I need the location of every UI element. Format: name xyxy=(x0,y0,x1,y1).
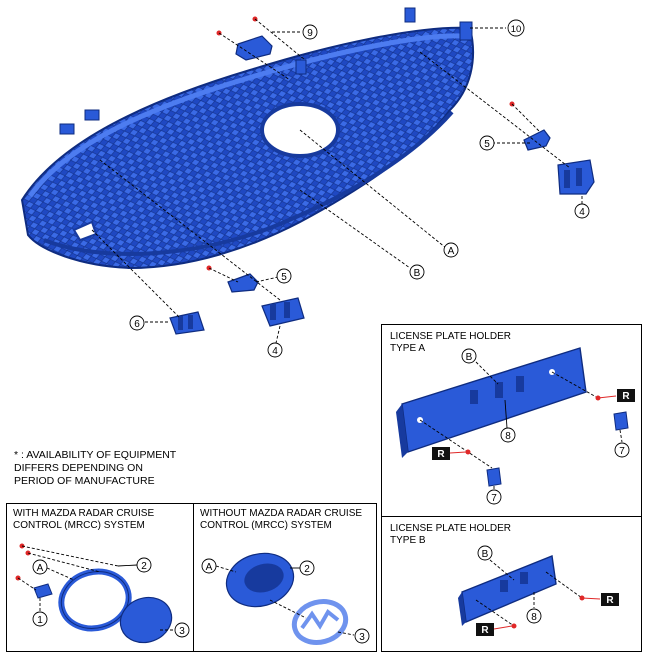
callout-with-A: A xyxy=(32,559,48,575)
leader-line xyxy=(504,399,508,429)
callout-label: A xyxy=(206,562,213,573)
mrcc-without-title: WITHOUT MAZDA RADAR CRUISE CONTROL (MRCC… xyxy=(200,508,363,531)
radar-cover-emblem xyxy=(119,596,173,644)
r-badge-label: R xyxy=(481,625,489,636)
leader-lines-without-mrcc xyxy=(215,565,355,636)
callout-label: B xyxy=(414,268,421,279)
callout-label: 8 xyxy=(505,431,511,442)
callout-label: 8 xyxy=(531,612,537,623)
callout-label: 3 xyxy=(179,626,185,637)
callout-with-2: 2 xyxy=(136,557,152,573)
r-badge-label: R xyxy=(622,391,630,402)
callout-label: 9 xyxy=(307,28,313,39)
callout-10: 10 xyxy=(507,19,525,37)
leader-lines-main xyxy=(91,18,583,344)
clip-7-bottom xyxy=(486,467,502,487)
bracket-9 xyxy=(235,35,273,61)
callout-without-3: 3 xyxy=(354,628,370,644)
callout-label: 10 xyxy=(511,24,522,35)
callout-label: A xyxy=(37,563,44,574)
callout-5-center: 5 xyxy=(276,268,292,284)
r-arrow xyxy=(449,451,467,454)
callout-b-8: 8 xyxy=(526,608,542,624)
callout-A: A xyxy=(443,242,459,258)
r-badge-b-left: R xyxy=(476,623,494,636)
callout-4-center: 4 xyxy=(267,342,283,358)
license-type-a-title: LICENSE PLATE HOLDER TYPE A xyxy=(390,331,511,354)
bracket-5-right xyxy=(523,129,551,151)
callout-without-2: 2 xyxy=(299,560,315,576)
callout-label: B xyxy=(482,549,489,560)
r-badge-label: R xyxy=(606,595,614,606)
license-plate-type-b-panel: LICENSE PLATE HOLDER TYPE B xyxy=(381,516,642,652)
callout-label: 7 xyxy=(619,446,625,457)
callout-label: 4 xyxy=(579,207,585,218)
callout-label: B xyxy=(466,352,473,363)
callout-9: 9 xyxy=(302,24,318,40)
clip-7-right xyxy=(613,411,629,431)
callout-a-B: B xyxy=(461,348,477,364)
license-holder-b xyxy=(458,555,557,626)
callout-6: 6 xyxy=(129,315,145,331)
clip-4-right xyxy=(557,159,595,195)
callout-a-7-bottom: 7 xyxy=(486,489,502,505)
callout-b-B: B xyxy=(477,545,493,561)
callout-label: 6 xyxy=(134,319,140,330)
clip-6 xyxy=(169,311,205,335)
leader-lines-type-b xyxy=(475,559,583,627)
r-arrow xyxy=(493,625,513,630)
callout-label: A xyxy=(448,246,455,257)
bracket-5-center xyxy=(227,273,259,293)
r-badge-a-left: R xyxy=(432,447,450,460)
callout-label: 5 xyxy=(484,139,490,150)
callout-label: 2 xyxy=(304,564,310,575)
callout-4-right: 4 xyxy=(574,203,590,219)
availability-note: * : AVAILABILITY OF EQUIPMENT DIFFERS DE… xyxy=(14,449,177,487)
r-badge-label: R xyxy=(437,449,445,460)
callout-B: B xyxy=(409,264,425,280)
mrcc-with-title: WITH MAZDA RADAR CRUISE CONTROL (MRCC) S… xyxy=(13,508,155,531)
leader-line xyxy=(117,564,138,567)
callout-label: 4 xyxy=(272,346,278,357)
bracket-1 xyxy=(33,583,53,599)
callout-label: 2 xyxy=(141,561,147,572)
clip-4-center xyxy=(261,297,305,327)
callout-a-8: 8 xyxy=(500,427,516,443)
emblem-ring-with-mrcc xyxy=(58,568,132,632)
license-type-b-title: LICENSE PLATE HOLDER TYPE B xyxy=(390,523,511,546)
mazda-emblem xyxy=(291,599,349,645)
callout-without-A: A xyxy=(201,558,217,574)
leader-lines-type-a xyxy=(419,361,623,490)
license-holder-a xyxy=(396,347,587,458)
callout-label: 7 xyxy=(491,493,497,504)
leader-lines-with-mrcc xyxy=(17,545,175,631)
r-arrow xyxy=(597,395,617,399)
r-badge-a-right: R xyxy=(617,389,635,402)
screw-icon xyxy=(511,623,517,629)
r-arrow xyxy=(581,597,601,600)
callout-5-right: 5 xyxy=(479,135,495,151)
callout-a-7-right: 7 xyxy=(614,442,630,458)
callout-with-3: 3 xyxy=(174,622,190,638)
callout-label: 1 xyxy=(37,615,43,626)
emblem-base-without-mrcc xyxy=(225,552,295,608)
callout-with-1: 1 xyxy=(32,611,48,627)
callout-label: 3 xyxy=(359,632,365,643)
r-badge-b-right: R xyxy=(601,593,619,606)
screw-icon xyxy=(465,449,471,455)
callout-label: 5 xyxy=(281,272,287,283)
